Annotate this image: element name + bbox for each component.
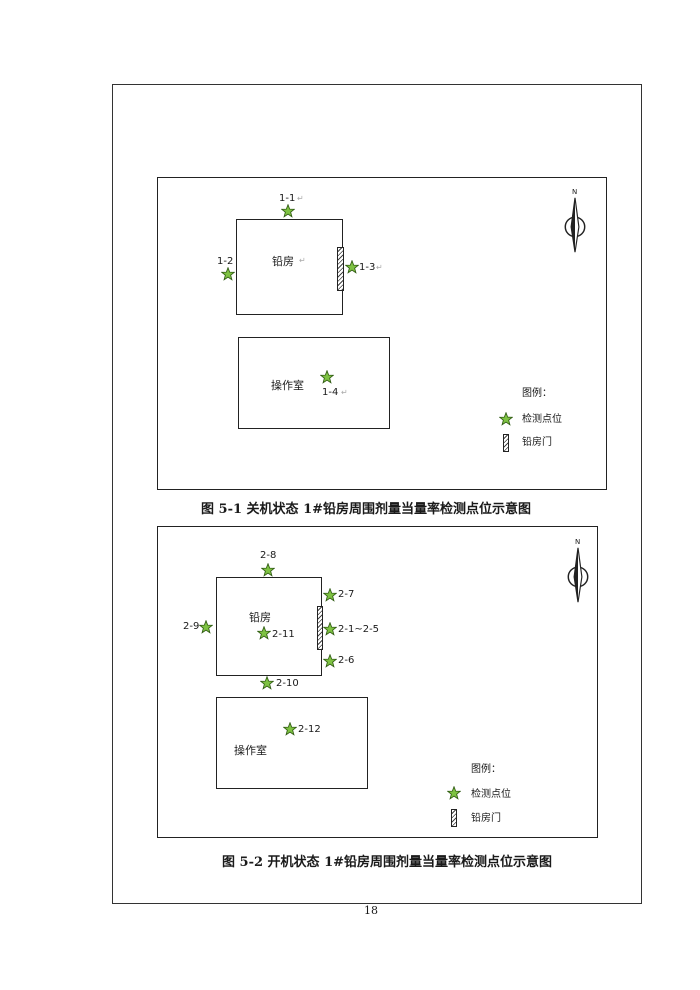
figure2-point-label: 2-10 (276, 678, 299, 689)
figure2-point-label: 2-12 (298, 724, 321, 735)
page-number: 18 (364, 904, 378, 917)
figure2-point-label: 2-7 (338, 589, 355, 600)
figure1-door-hatch-icon (337, 247, 344, 291)
figure1-diagram (157, 177, 607, 490)
figure2-control-room (216, 697, 368, 789)
figure1-caption: 图 5-1 关机状态 1#铅房周围剂量当量率检测点位示意图 (201, 502, 532, 517)
figure2-lead-room (216, 577, 322, 676)
figure2-point-label: 2-8 (260, 550, 277, 561)
star-icon (261, 563, 275, 577)
figure2-legend-point: 检测点位 (471, 789, 511, 800)
figure1-legend-point: 检测点位 (522, 414, 562, 425)
figure1-point-label: 1-3 (359, 262, 376, 273)
figure1-point-label: 1-2 (217, 256, 234, 267)
star-icon (260, 676, 274, 690)
figure1-point-label: 1-4 (322, 387, 339, 398)
star-icon (345, 260, 359, 274)
door-hatch-icon (451, 809, 457, 827)
star-icon (323, 654, 337, 668)
star-icon (320, 370, 334, 384)
figure2-point-label: 2-9 (183, 621, 200, 632)
figure1-lead-room-label: 铅房 (272, 255, 294, 268)
return-mark: ↵ (376, 263, 383, 272)
return-mark: ↵ (299, 256, 306, 265)
star-icon (199, 620, 213, 634)
star-icon (447, 786, 461, 800)
return-mark: ↵ (341, 388, 348, 397)
figure2-control-room-label: 操作室 (234, 744, 267, 757)
figure1-control-room (238, 337, 390, 429)
figure2-door-hatch-icon (317, 606, 323, 650)
figure2-legend-title: 图例： (471, 764, 501, 775)
north-arrow-icon (563, 540, 593, 608)
north-arrow-icon (560, 190, 590, 258)
figure1-control-room-label: 操作室 (271, 379, 304, 392)
figure1-point-label: 1-1 (279, 193, 296, 204)
star-icon (221, 267, 235, 281)
figure1-lead-room (236, 219, 343, 315)
return-mark: ↵ (297, 194, 304, 203)
star-icon (283, 722, 297, 736)
figure1-compass-n: N (572, 188, 578, 196)
star-icon (323, 588, 337, 602)
figure2-point-label: 2-6 (338, 655, 355, 666)
figure2-lead-room-label: 铅房 (249, 611, 271, 624)
figure1-legend-door: 铅房门 (522, 437, 552, 448)
figure1-legend-title: 图例： (522, 388, 552, 399)
star-icon (281, 204, 295, 218)
page-border (112, 84, 642, 904)
figure2-diagram (157, 526, 598, 838)
figure2-compass-n: N (575, 538, 581, 546)
figure2-legend-door: 铅房门 (471, 813, 501, 824)
figure2-caption: 图 5-2 开机状态 1#铅房周围剂量当量率检测点位示意图 (222, 855, 553, 870)
star-icon (499, 412, 513, 426)
star-icon (257, 626, 271, 640)
door-hatch-icon (503, 434, 509, 452)
figure2-point-label: 2-11 (272, 629, 295, 640)
figure2-point-label: 2-1~2-5 (338, 624, 380, 635)
star-icon (323, 622, 337, 636)
